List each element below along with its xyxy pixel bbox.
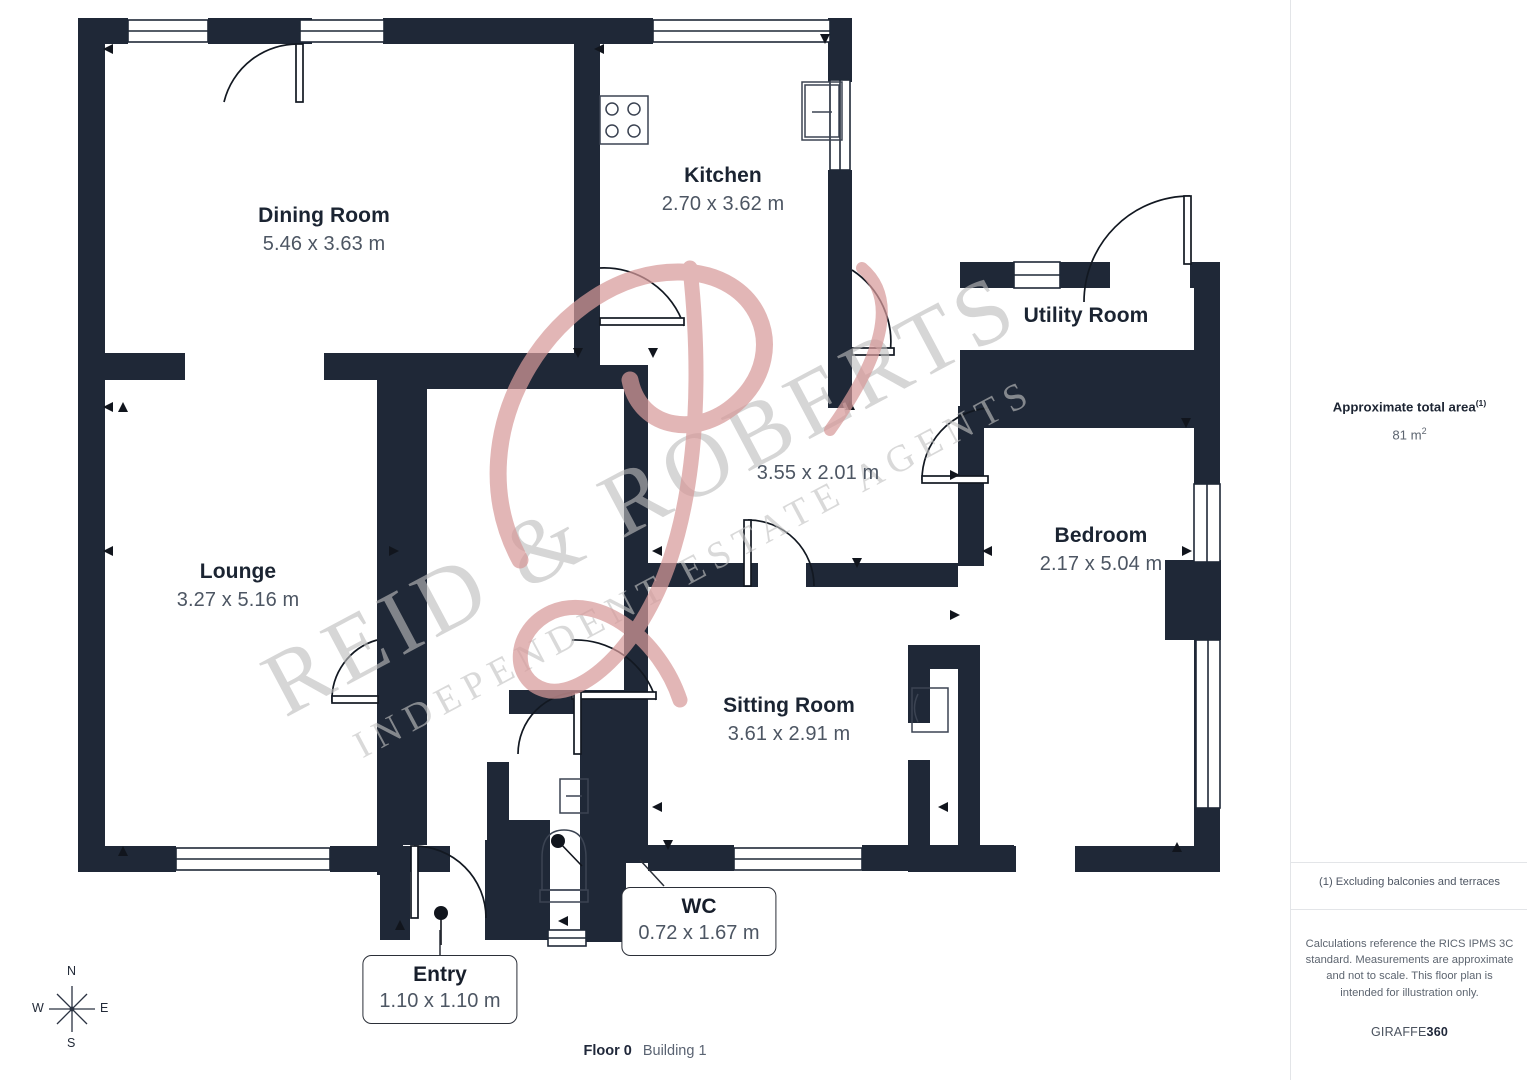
giraffe360-brand: GIRAFFE360 <box>1291 1025 1527 1039</box>
doors <box>223 43 1192 919</box>
total-area-number: 81 m <box>1392 427 1422 443</box>
exclusion-note: (1) Excluding balconies and terraces <box>1319 876 1500 888</box>
room-name: WC <box>681 895 717 918</box>
sidebar-divider-top <box>1291 862 1527 863</box>
compass-east: E <box>100 1001 109 1015</box>
room-name: Entry <box>413 963 467 986</box>
compass-north: N <box>67 964 77 978</box>
room-callout-wc: WC 0.72 x 1.67 m <box>621 887 777 957</box>
total-area-block: Approximate total area(1) 81 m2 <box>1291 398 1527 443</box>
info-sidebar: Approximate total area(1) 81 m2 (1) Excl… <box>1290 0 1527 1080</box>
compass-west: W <box>32 1001 44 1015</box>
brand-prefix: GIRAFFE <box>1370 1025 1427 1039</box>
floor-plan-canvas[interactable]: REID & ROBERTS INDEPENDENT ESTATE AGENTS… <box>0 0 1290 1080</box>
calculation-note: Calculations reference the RICS IPMS 3C … <box>1305 938 1514 999</box>
floor-label: Floor 0 <box>583 1043 632 1059</box>
callout-leaders <box>439 859 665 955</box>
windows <box>127 19 1221 947</box>
plan-footer: Floor 0 Building 1 <box>0 1043 1290 1059</box>
room-dimensions: 0.72 x 1.67 m <box>638 922 760 945</box>
compass-icon <box>49 986 95 1032</box>
brand-suffix: 360 <box>1426 1025 1449 1039</box>
walls <box>78 18 1221 942</box>
room-dimensions: 1.10 x 1.10 m <box>379 990 501 1013</box>
total-area-value: 81 m2 <box>1291 426 1527 442</box>
compass-rose: N E S W <box>26 964 118 1052</box>
sidebar-divider-bottom <box>1291 909 1527 910</box>
electrical-symbols <box>434 834 583 945</box>
compass-south: S <box>67 1036 76 1050</box>
fixtures <box>539 81 949 903</box>
total-area-footnote-marker: (1) <box>1475 398 1487 408</box>
total-area-title: Approximate total area(1) <box>1291 398 1527 414</box>
building-label: Building 1 <box>642 1043 707 1059</box>
total-area-title-text: Approximate total area <box>1332 399 1476 415</box>
room-callout-entry: Entry 1.10 x 1.10 m <box>362 955 518 1025</box>
area-unit-exponent: 2 <box>1421 426 1427 437</box>
